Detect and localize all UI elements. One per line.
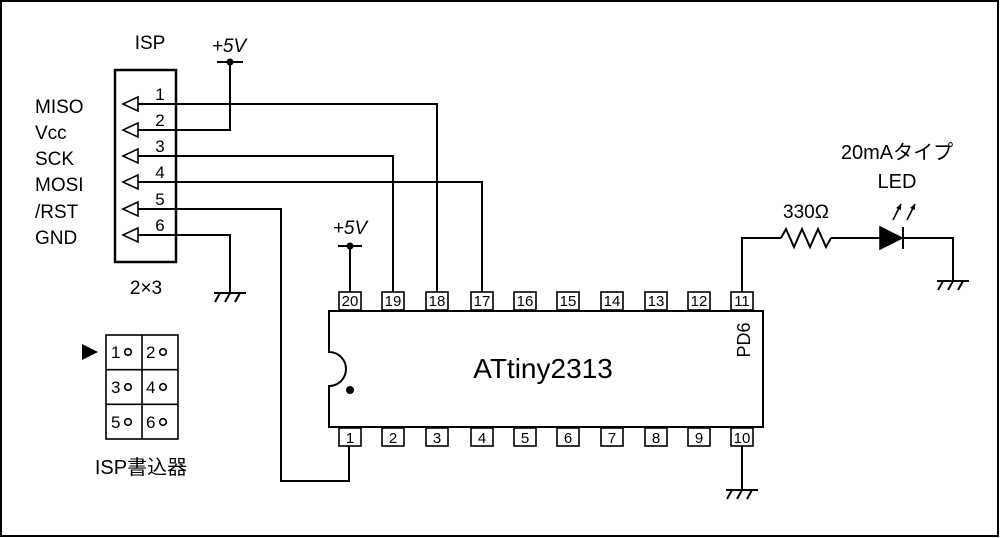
chip-pin-number: 3 <box>433 430 441 447</box>
wire-mosi <box>138 181 483 292</box>
wire-led-gnd <box>903 237 954 281</box>
supply-label-chip: +5V <box>333 218 370 239</box>
chip-pin-number: 2 <box>389 430 397 447</box>
pin-arrow-3 <box>121 147 139 165</box>
chip-pin-number: 8 <box>652 430 660 447</box>
isp-pin-2: 2 <box>155 111 164 130</box>
connector-cell-4: 4 <box>146 378 155 397</box>
isp-title: ISP <box>135 33 166 54</box>
led-label: LED <box>878 171 917 193</box>
chip-pin-box <box>425 291 449 311</box>
signal-rst-label: /RST <box>35 202 79 223</box>
resistor-label: 330Ω <box>783 202 829 223</box>
pin-arrow-1 <box>121 95 139 113</box>
chip-pin-box <box>338 291 362 311</box>
chip-pin-number: 11 <box>734 293 750 310</box>
chip-pin-box <box>556 427 580 447</box>
chip-pin-number: 20 <box>342 293 359 310</box>
chip-top-pins: 20 19 18 17 16 15 14 13 12 11 <box>338 291 754 311</box>
chip-pin-number: 5 <box>521 430 529 447</box>
chip-pin-number: 7 <box>608 430 616 447</box>
wire-gnd <box>138 234 231 293</box>
chip-name: ATtiny2313 <box>473 353 613 384</box>
resistor-symbol <box>780 226 832 250</box>
isp-pin-arrows <box>121 95 139 244</box>
wire-miso <box>138 103 438 292</box>
isp-signal-labels: MISO Vcc SCK MOSI /RST GND <box>35 97 84 249</box>
chip-pin-number: 4 <box>478 430 486 447</box>
chip-pin-box <box>687 427 711 447</box>
isp-pin-1: 1 <box>155 85 164 104</box>
supply-label-top: +5V <box>212 36 249 57</box>
chip-pin-number: 16 <box>517 293 534 310</box>
isp-pin-6: 6 <box>155 216 164 235</box>
wire-rst <box>138 208 350 482</box>
isp-size-label: 2×3 <box>130 278 162 299</box>
chip-pin-box <box>513 427 537 447</box>
chip-pin-number: 9 <box>695 430 703 447</box>
connector-cell-2: 2 <box>146 343 155 362</box>
chip-pin1-dot <box>346 386 354 394</box>
chip-pin-box <box>513 291 537 311</box>
chip-pin-number: 6 <box>564 430 572 447</box>
pin-arrow-4 <box>121 173 139 191</box>
connector-cell-6: 6 <box>146 413 155 432</box>
chip-pin-number: 1 <box>346 430 354 447</box>
connector-cell-5: 5 <box>111 413 120 432</box>
isp-pin-5: 5 <box>155 190 164 209</box>
signal-gnd-label: GND <box>35 228 77 249</box>
pin-arrow-2 <box>121 121 139 139</box>
chip-pin-box <box>600 427 624 447</box>
chip-pd6-label: PD6 <box>734 322 754 357</box>
chip-pin-number: 15 <box>560 293 577 310</box>
chip-pin-number: 19 <box>385 293 402 310</box>
chip-pin-number: 10 <box>734 430 751 447</box>
pin1-marker-arrow <box>82 344 98 360</box>
chip-pin-number: 13 <box>648 293 665 310</box>
chip-pin-number: 12 <box>691 293 708 310</box>
wire-sck <box>138 155 394 292</box>
wire-vcc <box>138 62 231 131</box>
chip-pin-number: 18 <box>429 293 446 310</box>
connector-view-caption: ISP書込器 <box>95 456 187 479</box>
connector-cell-3: 3 <box>111 378 120 397</box>
led-type-label: 20mAタイプ <box>841 141 953 164</box>
chip-pin-box <box>338 427 362 447</box>
signal-sck-label: SCK <box>35 149 74 170</box>
isp-pin-3: 3 <box>155 137 164 156</box>
ground-symbol-isp <box>214 292 246 303</box>
signal-mosi-label: MOSI <box>35 175 84 196</box>
chip-pin-box <box>425 427 449 447</box>
pin-arrow-5 <box>121 200 139 218</box>
isp-header-body <box>113 68 178 264</box>
chip-pin-box <box>644 427 668 447</box>
chip-pin-number: 17 <box>474 293 491 310</box>
signal-vcc-label: Vcc <box>35 123 67 144</box>
isp-pin-numbers: 1 2 3 4 5 6 <box>155 85 164 235</box>
supply-dot-top <box>226 58 234 66</box>
isp-pin-4: 4 <box>155 163 164 182</box>
chip-body <box>328 310 764 428</box>
chip-pin-box <box>381 427 405 447</box>
chip-bottom-pins: 1 2 3 4 5 6 7 8 9 10 <box>338 427 754 447</box>
chip-pin-number: 14 <box>604 293 621 310</box>
signal-miso-label: MISO <box>35 97 84 118</box>
chip-pin-box <box>687 291 711 311</box>
pin-arrow-6 <box>121 226 139 244</box>
connector-cells: 1 2 3 4 5 6 <box>111 343 168 432</box>
chip-pin-box <box>600 291 624 311</box>
chip-pin-box <box>470 291 494 311</box>
chip-pin-box <box>644 291 668 311</box>
ground-symbol-chip <box>726 489 758 500</box>
chip-pin-box <box>470 427 494 447</box>
connector-cell-1: 1 <box>111 343 120 362</box>
chip-pin-box <box>381 291 405 311</box>
chip-pin-box <box>556 291 580 311</box>
wire-pd6 <box>741 237 781 292</box>
led-symbol <box>879 203 916 251</box>
ground-symbol-led <box>937 280 969 291</box>
